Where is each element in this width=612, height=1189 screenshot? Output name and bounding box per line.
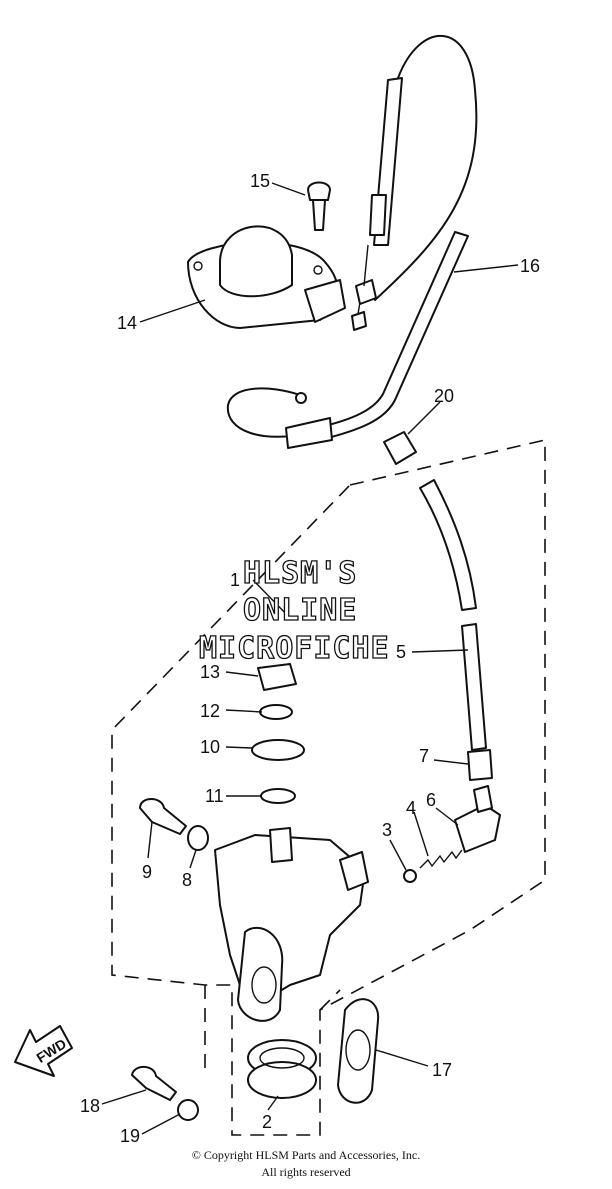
label-19: 19 bbox=[120, 1126, 140, 1146]
copyright-line-2: All rights reserved bbox=[261, 1165, 351, 1179]
label-18: 18 bbox=[80, 1096, 100, 1116]
cover-bolt-hole bbox=[313, 265, 323, 275]
label-4: 4 bbox=[406, 798, 416, 818]
label-1: 1 bbox=[230, 570, 240, 590]
label-9: 9 bbox=[142, 862, 152, 882]
assembly-outline bbox=[111, 438, 546, 1136]
hose-connector bbox=[467, 749, 493, 781]
cable-end-fitting bbox=[369, 194, 387, 236]
oil-seal-body bbox=[247, 1061, 317, 1099]
check-ball bbox=[403, 869, 417, 883]
pump-cover-dome bbox=[219, 225, 293, 298]
label-7: 7 bbox=[419, 746, 429, 766]
label-13: 13 bbox=[200, 662, 220, 682]
elbow-nipple bbox=[473, 785, 493, 813]
hose-clamp bbox=[285, 417, 333, 449]
pump-outlet bbox=[339, 851, 369, 891]
mounting-bolt bbox=[139, 798, 187, 835]
label-14: 14 bbox=[117, 313, 137, 333]
watermark-line-2: ONLINE bbox=[243, 593, 357, 628]
flange-washer bbox=[177, 1099, 199, 1121]
label-6: 6 bbox=[426, 790, 436, 810]
cable-connector bbox=[355, 279, 377, 305]
copyright-line-1: © Copyright HLSM Parts and Accessories, … bbox=[191, 1148, 421, 1162]
spacer bbox=[260, 788, 296, 804]
gasket-hole bbox=[345, 1029, 371, 1071]
watermark-line-3: MICROFICHE bbox=[199, 631, 390, 666]
cable-wire bbox=[363, 244, 369, 287]
label-5: 5 bbox=[396, 642, 406, 662]
label-16: 16 bbox=[520, 256, 540, 276]
label-3: 3 bbox=[382, 820, 392, 840]
cable-wire bbox=[357, 301, 361, 315]
hose-upper bbox=[419, 479, 477, 611]
label-8: 8 bbox=[182, 870, 192, 890]
pump-flange bbox=[237, 926, 284, 1022]
cable-sleeve bbox=[373, 77, 403, 246]
nut bbox=[257, 663, 297, 691]
cover-screw bbox=[307, 181, 331, 231]
label-2: 2 bbox=[262, 1112, 272, 1132]
pump-cover-spout bbox=[304, 279, 346, 323]
flat-washer bbox=[187, 825, 209, 851]
label-17: 17 bbox=[432, 1060, 452, 1080]
washer-small bbox=[259, 704, 293, 720]
label-12: 12 bbox=[200, 701, 220, 721]
cover-bolt-hole bbox=[193, 261, 203, 271]
oil-seal-inner bbox=[259, 1047, 305, 1069]
label-15: 15 bbox=[250, 171, 270, 191]
hose-lower bbox=[461, 623, 487, 751]
lower-assembly-outline bbox=[204, 985, 341, 1070]
check-spring bbox=[419, 849, 463, 869]
cable-end-nipple bbox=[351, 311, 367, 331]
label-10: 10 bbox=[200, 737, 220, 757]
hose-end-cap bbox=[295, 392, 307, 404]
oil-feed-hose bbox=[315, 231, 469, 441]
oil-feed-hose-wire bbox=[226, 387, 316, 438]
leader-lines bbox=[101, 182, 519, 1135]
washer-large bbox=[251, 739, 305, 761]
label-20: 20 bbox=[434, 386, 454, 406]
fwd-arrow: FWD bbox=[14, 1025, 73, 1077]
grommet bbox=[383, 431, 417, 465]
watermark-line-1: HLSM'S bbox=[243, 556, 357, 591]
throttle-cable bbox=[374, 35, 478, 301]
flange-hole bbox=[251, 966, 277, 1004]
label-11: 11 bbox=[205, 786, 224, 806]
pump-shaft bbox=[269, 827, 293, 863]
gasket bbox=[337, 998, 380, 1104]
watermark: HLSM'S ONLINE MICROFICHE bbox=[198, 555, 390, 666]
flange-bolt bbox=[131, 1065, 177, 1101]
